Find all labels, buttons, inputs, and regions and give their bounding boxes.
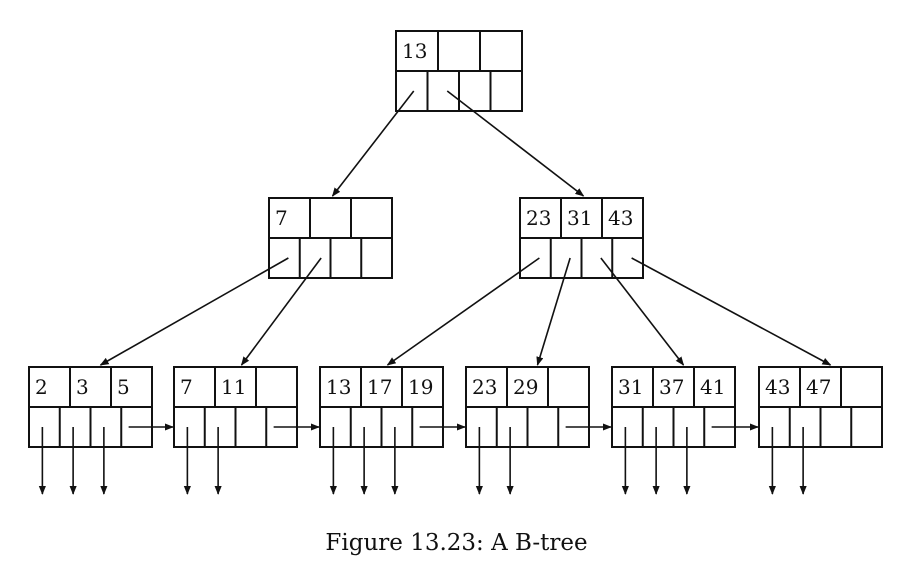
leaf-node-key: 7 xyxy=(180,375,193,399)
internal-node-key: 43 xyxy=(608,206,633,230)
leaf-node-key: 11 xyxy=(221,375,246,399)
leaf-node: 43 47 xyxy=(758,366,883,448)
leaf-node: 31 37 41 xyxy=(611,366,736,448)
leaf-node-key: 23 xyxy=(472,375,497,399)
leaf-node-key: 3 xyxy=(76,375,89,399)
leaf-node-key: 17 xyxy=(367,375,392,399)
internal-node-key: 23 xyxy=(526,206,551,230)
leaf-node: 13 17 19 xyxy=(319,366,444,448)
edge-internal-to-leaf xyxy=(240,257,322,366)
edge-root-to-internal xyxy=(331,90,415,197)
leaf-node-key: 13 xyxy=(326,375,351,399)
leaf-node-key: 41 xyxy=(700,375,725,399)
leaf-node: 2 3 5 xyxy=(28,366,153,448)
root-node-key: 13 xyxy=(402,39,427,63)
edge-internal-to-leaf xyxy=(536,257,571,366)
internal-node: 23 31 43 xyxy=(519,197,644,279)
leaf-node: 7 11 xyxy=(173,366,298,448)
leaf-node-key: 31 xyxy=(618,375,643,399)
internal-node-key: 7 xyxy=(275,206,288,230)
internal-node-key: 31 xyxy=(567,206,592,230)
leaf-node-key: 43 xyxy=(765,375,790,399)
leaf-node-key: 19 xyxy=(408,375,433,399)
leaf-node-key: 5 xyxy=(117,375,130,399)
edge-internal-to-leaf xyxy=(99,257,289,366)
edge-root-to-internal xyxy=(446,90,585,197)
leaf-node-key: 29 xyxy=(513,375,538,399)
internal-node: 7 xyxy=(268,197,393,279)
figure-caption: Figure 13.23: A B-tree xyxy=(325,530,588,556)
leaf-node-key: 2 xyxy=(35,375,48,399)
root-node: 13 xyxy=(395,30,523,112)
edge-internal-to-leaf xyxy=(386,257,540,366)
leaf-node-key: 47 xyxy=(806,375,831,399)
leaf-node-key: 37 xyxy=(659,375,684,399)
edge-internal-to-leaf xyxy=(600,257,685,366)
leaf-node: 23 29 xyxy=(465,366,590,448)
tree-edges xyxy=(38,90,832,495)
edge-internal-to-leaf xyxy=(631,257,832,366)
